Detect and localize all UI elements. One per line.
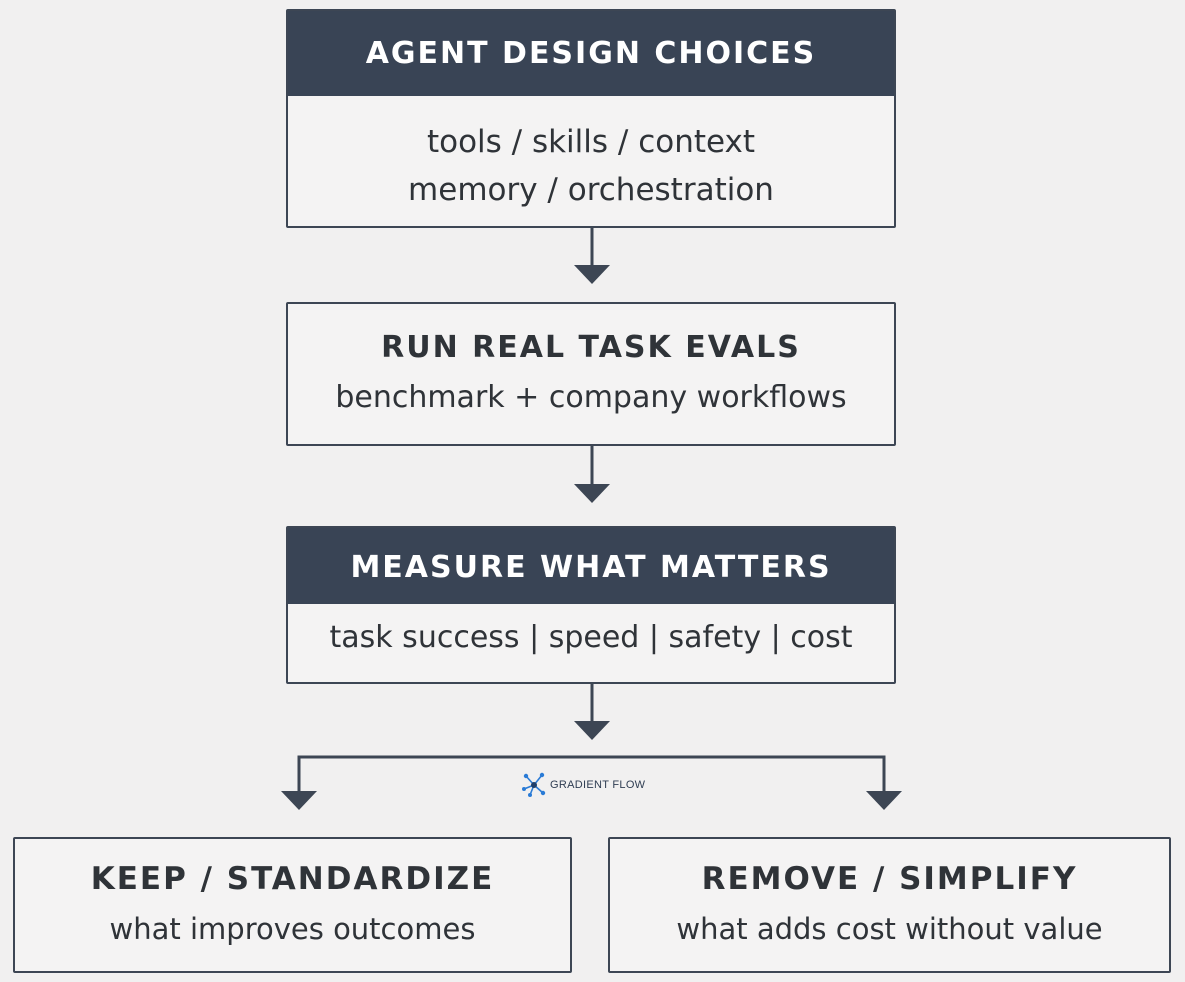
arrowhead-to-keep	[281, 791, 317, 810]
outcome-keep-standardize-title: KEEP / STANDARDIZE	[90, 861, 495, 897]
step-run-real-task-evals-body: benchmark + company workflows	[335, 380, 847, 415]
outcome-remove-simplify: REMOVE / SIMPLIFY what adds cost without…	[608, 837, 1171, 973]
step-run-real-task-evals: RUN REAL TASK EVALS benchmark + company …	[286, 302, 896, 446]
outcome-remove-simplify-body: what adds cost without value	[676, 912, 1103, 946]
step-measure-what-matters-body: task success | speed | safety | cost	[329, 620, 853, 655]
gradient-flow-watermark-text: GRADIENT FLOW	[550, 779, 646, 791]
step-measure-what-matters-title: MEASURE WHAT MATTERS	[288, 528, 894, 604]
gradient-flow-logo-icon	[522, 772, 546, 797]
design-line-1: tools / skills / context	[426, 124, 756, 160]
step-agent-design-choices-title: AGENT DESIGN CHOICES	[288, 11, 894, 96]
outcome-remove-simplify-title: REMOVE / SIMPLIFY	[701, 861, 1078, 897]
outcome-keep-standardize: KEEP / STANDARDIZE what improves outcome…	[13, 837, 572, 973]
gradient-flow-watermark: GRADIENT FLOW	[522, 772, 645, 798]
outcome-keep-standardize-body: what improves outcomes	[109, 912, 476, 946]
step-agent-design-choices: AGENT DESIGN CHOICES tools / skills / co…	[286, 9, 896, 228]
design-line-2: memory / orchestration	[408, 172, 774, 208]
arrowhead-to-evals	[574, 265, 610, 284]
arrowhead-to-split	[574, 721, 610, 740]
step-run-real-task-evals-title: RUN REAL TASK EVALS	[381, 330, 801, 365]
connector-split-bar	[297, 755, 886, 793]
arrowhead-to-measure	[574, 484, 610, 503]
step-measure-what-matters: MEASURE WHAT MATTERS task success | spee…	[286, 526, 896, 684]
arrowhead-to-remove	[866, 791, 902, 810]
step-agent-design-choices-body: tools / skills / context memory / orches…	[288, 96, 894, 214]
